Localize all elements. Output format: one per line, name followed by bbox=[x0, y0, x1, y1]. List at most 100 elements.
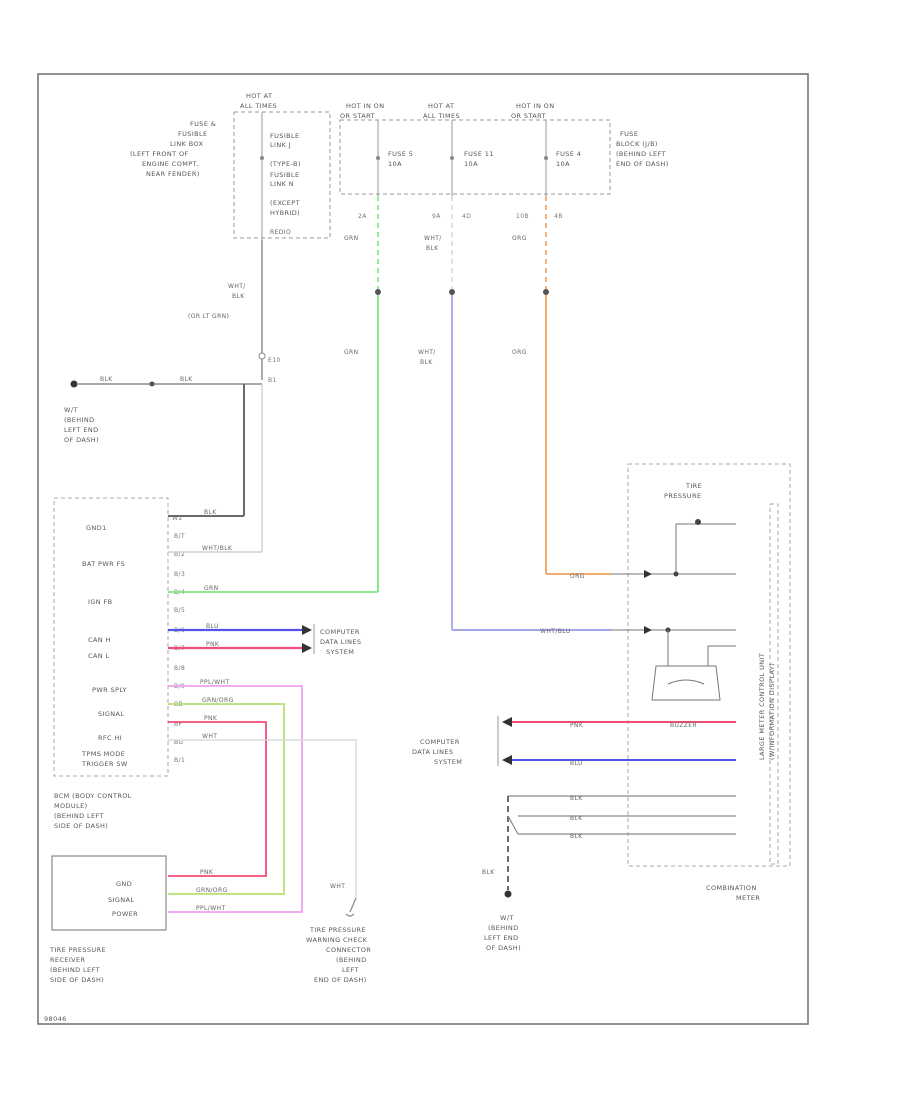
meter-wire-wht-blu: WHT/BLU bbox=[540, 628, 570, 635]
tpr-pin-power: POWER bbox=[112, 910, 138, 918]
fl-line-3: (TYPE-B) bbox=[270, 160, 301, 168]
fb-line-2: BLOCK (J/B) bbox=[616, 140, 658, 148]
bcm-outline bbox=[53, 497, 169, 777]
ground-2-label-2: (BEHIND bbox=[488, 924, 519, 932]
bcm-tpms-wire bbox=[168, 739, 357, 898]
bcm-pinnum-9: B/8 bbox=[174, 665, 185, 672]
bcm-pin-rfc-hi: RFC HI bbox=[98, 734, 122, 742]
hot-at-all-times-2-label-2: ALL TIMES bbox=[423, 112, 460, 120]
meter-wire-blk-1: BLK bbox=[570, 795, 583, 802]
tpr-title-1: TIRE PRESSURE bbox=[49, 946, 106, 954]
tpr-title: TIRE PRESSURE RECEIVER (BEHIND LEFT SIDE… bbox=[49, 946, 106, 984]
bcm-rfc-wire bbox=[168, 721, 267, 877]
splice-wire-label-3: (OR LT GRN) bbox=[188, 313, 229, 320]
cc-title-4: (BEHIND bbox=[336, 956, 367, 964]
bcm-pin-trigger-sw: TRIGGER SW bbox=[81, 760, 128, 768]
bcm-pin-tpms-mode: TPMS MODE bbox=[81, 750, 125, 758]
tpr-title-3: (BEHIND LEFT bbox=[50, 966, 100, 974]
cdl2-line-1: COMPUTER bbox=[420, 738, 460, 746]
meter-vertical-label-2: (W/INFORMATION DISPLAY) bbox=[768, 663, 776, 760]
tpr-wire-grn-org: GRN/ORG bbox=[196, 887, 228, 894]
bcm-pinnum-14: B/1 bbox=[174, 757, 185, 764]
tire-pressure-receiver: GND SIGNAL POWER PNK GRN/ORG PPL/WHT TIR… bbox=[49, 855, 228, 984]
hot-in-on-label: HOT IN ON bbox=[346, 102, 384, 110]
ground-2-label-4: OF DASH) bbox=[486, 944, 521, 952]
combination-meter: TIRE PRESSURE ORG WHT/BLU PNK BLU BUZZER bbox=[452, 463, 791, 902]
fusible-link-box-outline bbox=[233, 111, 331, 239]
org-mid-label: ORG bbox=[512, 349, 527, 356]
bcm-pinnum-3: B/2 bbox=[174, 551, 185, 558]
bcm-pin-can-h: CAN H bbox=[88, 636, 111, 644]
fl-line-5: LINK N bbox=[270, 180, 294, 188]
bcm-wire-pnk: PNK bbox=[206, 641, 220, 648]
ground-2: BLK W/T (BEHIND LEFT END OF DASH) bbox=[482, 869, 521, 952]
wht-blk-top-label-1: WHT/ bbox=[424, 235, 442, 242]
cdl1-line-2: DATA LINES bbox=[320, 638, 361, 646]
bcm-wire-wht: WHT bbox=[202, 733, 217, 740]
bcm-pin-signal: SIGNAL bbox=[98, 710, 124, 718]
meter-wire-org: ORG bbox=[570, 573, 585, 580]
tpr-wire-pnk: PNK bbox=[200, 869, 214, 876]
fflb-line-4: (LEFT FRONT OF bbox=[130, 150, 189, 158]
fflb-line-2: FUSIBLE bbox=[178, 130, 208, 138]
cdl2-line-2: DATA LINES bbox=[412, 748, 453, 756]
bcm-wire-grn-org: GRN/ORG bbox=[202, 697, 234, 704]
splice-num: B1 bbox=[268, 377, 277, 384]
bcm-pinnum-1: W2 bbox=[172, 515, 183, 522]
tpr-title-4: SIDE OF DASH) bbox=[50, 976, 104, 984]
computer-data-lines-1: COMPUTER DATA LINES SYSTEM bbox=[320, 628, 361, 656]
meter-title-1: COMBINATION bbox=[706, 884, 757, 892]
hot-in-on-label-2: OR START bbox=[340, 112, 375, 120]
tpms-check-connector: WHT TIRE PRESSURE WARNING CHECK CONNECTO… bbox=[306, 883, 371, 984]
bcm-pin-bat-pwr: BAT PWR FS bbox=[82, 560, 125, 568]
diagram-id: 98046 bbox=[44, 1015, 67, 1023]
hot-at-all-times-label: HOT AT bbox=[246, 92, 272, 100]
fflb-line-5: ENGINE COMPT, bbox=[142, 160, 199, 168]
bcm-wire-blu: BLU bbox=[206, 623, 219, 630]
ground-1: BLK BLK W/T (BEHIND LEFT END OF DASH) bbox=[64, 376, 263, 552]
bcm-title-4: SIDE OF DASH) bbox=[54, 822, 108, 830]
fb-line-3: (BEHIND LEFT bbox=[616, 150, 666, 158]
pin-4d: 4D bbox=[462, 213, 471, 220]
bcm-pinnum-2: B/T bbox=[174, 533, 185, 540]
pin-9a: 9A bbox=[432, 213, 441, 220]
fuse-panel: HOT AT ALL TIMES HOT IN ON OR START HOT … bbox=[130, 92, 668, 240]
pin-2a: 2A bbox=[358, 213, 367, 220]
hot-at-all-times-2-label: HOT AT bbox=[428, 102, 454, 110]
computer-data-lines-2: COMPUTER DATA LINES SYSTEM bbox=[412, 738, 462, 766]
ground-1-label-2: (BEHIND bbox=[64, 416, 95, 424]
hot-at-all-times-label-2: ALL TIMES bbox=[240, 102, 277, 110]
wht-blk-top-label-2: BLK bbox=[426, 245, 439, 252]
ground-1-label-1: W/T bbox=[64, 406, 78, 414]
tpr-pin-signal: SIGNAL bbox=[108, 896, 134, 904]
pin-4b: 4B bbox=[554, 213, 563, 220]
bcm-signal-wire bbox=[168, 703, 285, 895]
bcm-pinnum-4: B/3 bbox=[174, 571, 185, 578]
bcm-wire-wht-blk: WHT/BLK bbox=[202, 545, 233, 552]
meter-wire-blu: BLU bbox=[570, 760, 583, 767]
cc-title-3: CONNECTOR bbox=[326, 946, 371, 954]
fflb-line-1: FUSE & bbox=[190, 120, 216, 128]
diagram-frame bbox=[37, 73, 809, 1025]
bcm-pin-pwr-sply: PWR SPLY bbox=[92, 686, 127, 694]
fuse-4-label: FUSE 4 bbox=[556, 150, 581, 158]
meter-wire-blk-2: BLK bbox=[570, 815, 583, 822]
fuse-fusible-link-box-label: FUSE & FUSIBLE LINK BOX (LEFT FRONT OF E… bbox=[130, 120, 216, 178]
fusible-link-label: FUSIBLE LINK J (TYPE-B) FUSIBLE LINK N (… bbox=[270, 132, 301, 217]
wht-blk-mid-label-2: BLK bbox=[420, 359, 433, 366]
fuse-block-label: FUSE BLOCK (J/B) (BEHIND LEFT END OF DAS… bbox=[616, 130, 668, 168]
splice-wire-label-1: WHT/ bbox=[228, 283, 246, 290]
bcm-pinnum-6: B/5 bbox=[174, 607, 185, 614]
fuse-5-amps: 10A bbox=[388, 160, 402, 168]
bcm-pin-ign-fb: IGN FB bbox=[88, 598, 112, 606]
tpr-wire-ppl-wht: PPL/WHT bbox=[196, 905, 226, 912]
wht-blk-mid-label-1: WHT/ bbox=[418, 349, 436, 356]
meter-wire-blk-3: BLK bbox=[570, 833, 583, 840]
org-top-label: ORG bbox=[512, 235, 527, 242]
fuse-5-label: FUSE 5 bbox=[388, 150, 413, 158]
meter-wire-pnk: PNK bbox=[570, 722, 584, 729]
bcm-wire-pnk-2: PNK bbox=[204, 715, 218, 722]
bcm-title-1: BCM (BODY CONTROL bbox=[54, 792, 132, 800]
ground-1-label-4: OF DASH) bbox=[64, 436, 99, 444]
